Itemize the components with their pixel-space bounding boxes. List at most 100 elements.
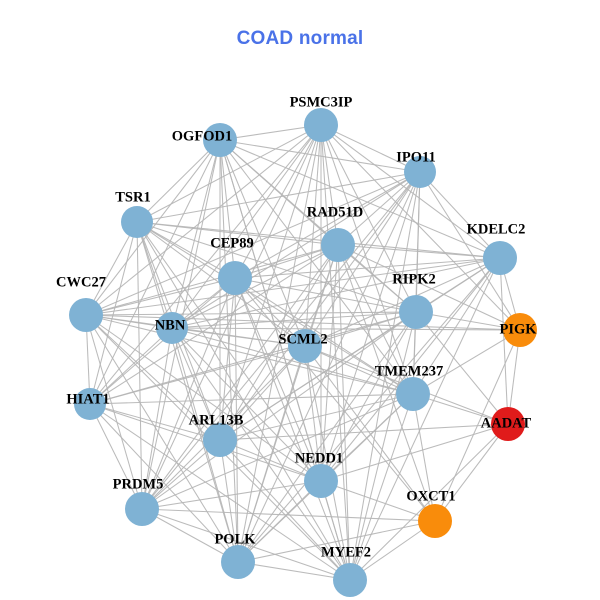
graph-node[interactable]: OXCT1 — [406, 488, 456, 538]
graph-edge — [337, 244, 417, 313]
graph-edge — [89, 327, 173, 405]
node-circle-aadat[interactable] — [491, 407, 525, 441]
graph-edge — [219, 139, 236, 279]
graph-edge — [237, 561, 351, 581]
node-label-kdelc2: KDELC2 — [467, 221, 526, 237]
node-circle-ogfod1[interactable] — [203, 123, 237, 157]
node-circle-cep89[interactable] — [218, 261, 252, 295]
node-circle-nbn[interactable] — [156, 312, 188, 344]
graph-edge — [89, 277, 236, 405]
graph-node[interactable]: NBN — [155, 312, 188, 344]
graph-edge — [89, 403, 221, 441]
node-circle-scml2[interactable] — [288, 329, 322, 363]
graph-edge — [171, 327, 306, 347]
graph-edge — [234, 124, 322, 279]
graph-edge — [85, 277, 236, 316]
node-circle-kdelc2[interactable] — [483, 241, 517, 275]
graph-edge — [171, 327, 521, 331]
graph-node[interactable]: RIPK2 — [392, 271, 436, 329]
graph-edge — [136, 221, 236, 279]
node-circle-myef2[interactable] — [333, 563, 367, 597]
graph-edge — [320, 124, 521, 331]
graph-node[interactable]: SCML2 — [278, 329, 328, 363]
node-label-ripk2: RIPK2 — [392, 271, 436, 287]
node-circle-oxct1[interactable] — [418, 504, 452, 538]
graph-edge — [136, 221, 417, 313]
node-circle-ipo11[interactable] — [404, 156, 436, 188]
node-circle-ripk2[interactable] — [399, 295, 433, 329]
graph-node[interactable]: TMEM237 — [375, 363, 443, 411]
graph-node[interactable]: NEDD1 — [295, 450, 343, 498]
graph-edge — [419, 171, 501, 259]
graph-edge — [349, 311, 417, 581]
graph-edge — [171, 139, 221, 329]
page-title: COAD normal — [236, 28, 364, 49]
graph-node[interactable]: AADAT — [481, 407, 532, 441]
graph-edge — [415, 311, 509, 425]
node-circle-prdm5[interactable] — [125, 492, 159, 526]
graph-node[interactable]: OGFOD1 — [172, 123, 237, 157]
graph-edge — [219, 139, 414, 395]
graph-edge — [89, 403, 143, 510]
node-label-arl13b: ARL13B — [189, 412, 244, 428]
node-circle-polk[interactable] — [221, 545, 255, 579]
graph-node[interactable]: POLK — [214, 531, 256, 579]
graph-node[interactable]: RAD51D — [307, 204, 363, 262]
node-circle-tmem237[interactable] — [396, 377, 430, 411]
graph-node[interactable]: KDELC2 — [467, 221, 526, 275]
graph-node[interactable]: PIGK — [499, 313, 537, 347]
graph-edge — [141, 327, 173, 510]
node-circle-hiat1[interactable] — [74, 388, 106, 420]
node-circle-nedd1[interactable] — [304, 464, 338, 498]
graph-edge — [219, 439, 351, 581]
graph-edge — [219, 139, 501, 259]
graph-edge — [136, 221, 414, 395]
graph-edge — [337, 244, 521, 331]
node-label-prdm5: PRDM5 — [113, 476, 164, 492]
graph-edge — [85, 244, 339, 316]
node-label-oxct1: OXCT1 — [406, 488, 455, 504]
graph-edge — [320, 480, 351, 581]
graph-node[interactable]: CEP89 — [210, 235, 254, 295]
graph-edge — [89, 403, 239, 563]
graph-edge — [219, 139, 421, 173]
node-label-psmc3ip: PSMC3IP — [290, 94, 353, 110]
graph-edge — [237, 311, 417, 563]
graph-edge — [136, 221, 322, 482]
graph-node[interactable]: CWC27 — [56, 274, 106, 332]
graph-node[interactable]: TSR1 — [115, 189, 153, 238]
node-label-pigk: PIGK — [499, 321, 537, 337]
graph-edge — [171, 257, 501, 329]
graph-edge — [304, 124, 322, 347]
node-circle-tsr1[interactable] — [121, 206, 153, 238]
node-label-hiat1: HIAT1 — [66, 391, 109, 407]
graph-edge — [349, 423, 509, 581]
graph-node[interactable]: ARL13B — [189, 412, 244, 457]
graph-edge — [219, 124, 322, 441]
node-circle-pigk[interactable] — [503, 313, 537, 347]
graph-edge — [136, 221, 501, 259]
graph-edge — [304, 345, 351, 581]
graph-node[interactable]: PRDM5 — [113, 476, 164, 526]
node-circle-arl13b[interactable] — [203, 423, 237, 457]
graph-edge — [219, 171, 421, 441]
graph-node[interactable]: HIAT1 — [66, 388, 110, 420]
graph-node[interactable]: MYEF2 — [321, 544, 371, 597]
node-circle-cwc27[interactable] — [69, 298, 103, 332]
graph-node[interactable]: PSMC3IP — [290, 94, 353, 142]
graph-edge — [85, 311, 417, 316]
graph-edge — [434, 329, 521, 522]
graph-edge — [141, 277, 236, 510]
graph-edge — [89, 403, 351, 581]
graph-edge — [136, 139, 221, 223]
graph-edge — [136, 171, 421, 223]
node-circle-rad51d[interactable] — [321, 228, 355, 262]
graph-node[interactable]: IPO11 — [396, 149, 436, 188]
node-circle-psmc3ip[interactable] — [304, 108, 338, 142]
graph-edge — [434, 423, 509, 522]
graph-edge — [237, 480, 322, 563]
graph-edge — [337, 244, 501, 259]
graph-edge — [89, 139, 221, 405]
graph-edge — [415, 311, 521, 331]
